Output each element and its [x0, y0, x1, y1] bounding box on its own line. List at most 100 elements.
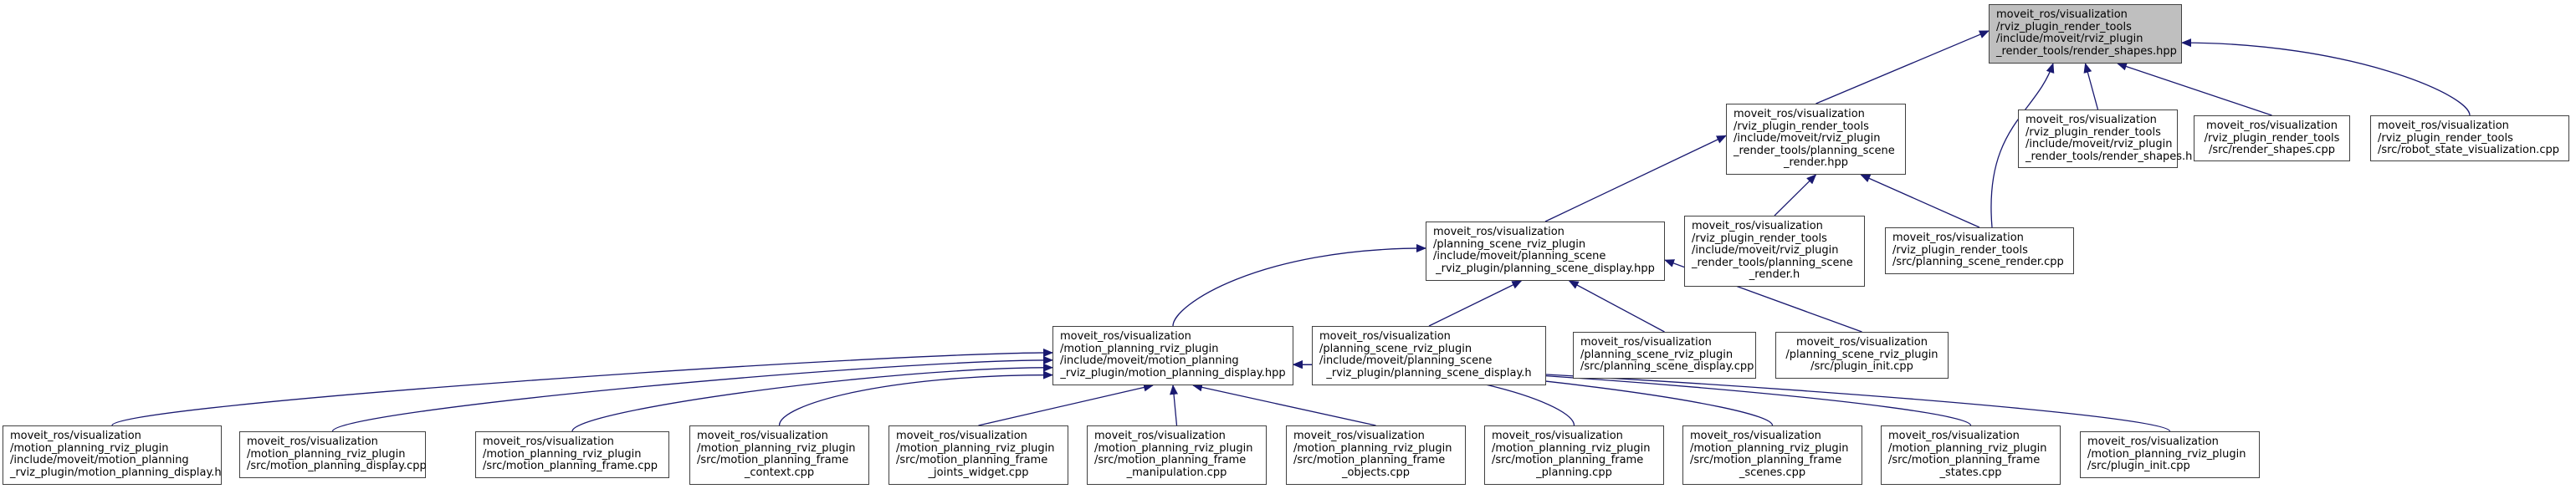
edge-ps_render_cpp-to-ps_render_hpp — [1860, 174, 1980, 228]
node-motion-planning-frame-states-cpp[interactable]: moveit_ros/visualization/motion_planning… — [1881, 425, 2061, 485]
node-motion-planning-plugin-init-cpp[interactable]: moveit_ros/visualization/motion_planning… — [2080, 431, 2260, 478]
node-label-line: _planning.cpp — [1536, 466, 1612, 479]
node-label-line: moveit_ros/visualization — [1892, 232, 2024, 244]
node-motion-planning-display-cpp[interactable]: moveit_ros/visualization/motion_planning… — [239, 431, 427, 478]
node-label-line: _render_tools/planning_scene — [1734, 144, 1895, 157]
node-label-line: moveit_ros/visualization — [2087, 436, 2219, 448]
node-label-line: /motion_planning_rviz_plugin — [1888, 441, 2047, 455]
edge-ps_render_hpp-to-root — [1815, 30, 1990, 104]
node-motion-planning-frame-planning-cpp[interactable]: moveit_ros/visualization/motion_planning… — [1484, 425, 1664, 485]
node-label-line: /motion_planning_rviz_plugin — [1060, 342, 1219, 355]
node-label-line: /include/moveit/rviz_plugin — [1996, 33, 2143, 46]
node-label-line: _scenes.cpp — [1739, 466, 1806, 479]
node-label-line: /motion_planning_rviz_plugin — [896, 441, 1055, 455]
node-label-line: _context.cpp — [744, 466, 815, 479]
node-label-line: moveit_ros/visualization — [1060, 330, 1191, 343]
node-label-line: moveit_ros/visualization — [247, 436, 378, 448]
node-planning-scene-render-h[interactable]: moveit_ros/visualization/rviz_plugin_ren… — [1684, 216, 1865, 287]
edge-mp_frame_joints_cpp-to-mp_display_hpp — [978, 383, 1154, 426]
node-label-line: /src/motion_planning_frame.cpp — [483, 460, 658, 473]
node-label-line: /include/moveit/planning_scene — [1433, 250, 1606, 263]
node-label-line: /rviz_plugin_render_tools — [1996, 20, 2132, 33]
node-label-line: /src/motion_planning_frame — [697, 454, 849, 467]
node-label-line: /motion_planning_rviz_plugin — [247, 447, 406, 461]
node-label-line: moveit_ros/visualization — [1888, 430, 2020, 442]
node-label-line: _manipulation.cpp — [1126, 466, 1227, 479]
node-label-line: /planning_scene_rviz_plugin — [1580, 348, 1734, 361]
node-label-line: moveit_ros/visualization — [1293, 430, 1425, 442]
node-label-line: /include/moveit/motion_planning — [10, 454, 189, 467]
node-label-line: moveit_ros/visualization — [1734, 108, 1865, 120]
edge-render_shapes_cpp-to-root — [2117, 62, 2272, 116]
node-label-line: /rviz_plugin_render_tools — [1692, 232, 1827, 245]
edge-ps_display_cpp-to-ps_display_hpp — [1568, 280, 1665, 333]
node-render-shapes-cpp[interactable]: moveit_ros/visualization/rviz_plugin_ren… — [2194, 115, 2350, 161]
node-label-line: /planning_scene_rviz_plugin — [1785, 348, 1938, 361]
node-motion-planning-frame-manipulation-cpp[interactable]: moveit_ros/visualization/motion_planning… — [1087, 425, 1267, 485]
node-label-line: /src/motion_planning_frame — [896, 454, 1048, 467]
node-label-line: /src/motion_planning_display.cpp — [247, 460, 427, 473]
node-label-line: /motion_planning_rviz_plugin — [10, 441, 169, 455]
edge-mp_frame_context_cpp-to-mp_display_hpp — [778, 370, 1053, 426]
edge-robot_state_vis_cpp-to-root — [2181, 38, 2471, 116]
node-render-shapes-h[interactable]: moveit_ros/visualization/rviz_plugin_ren… — [2018, 110, 2193, 168]
node-planning-scene-render-cpp[interactable]: moveit_ros/visualization/rviz_plugin_ren… — [1885, 227, 2074, 274]
node-label-line: moveit_ros/visualization — [483, 436, 614, 448]
node-label-line: _render_tools/planning_scene — [1692, 256, 1853, 269]
node-motion-planning-frame-objects-cpp[interactable]: moveit_ros/visualization/motion_planning… — [1286, 425, 1466, 485]
node-label-line: /include/moveit/rviz_plugin — [1692, 244, 1839, 257]
node-label-line: moveit_ros/visualization — [2025, 114, 2157, 126]
node-label-line: /motion_planning_rviz_plugin — [2087, 447, 2246, 461]
node-label-line: /src/plugin_init.cpp — [1810, 360, 1913, 374]
edge-ps_render_h-to-ps_render_hpp — [1774, 174, 1817, 216]
node-label-line: moveit_ros/visualization — [1094, 430, 1226, 442]
node-label-line: moveit_ros/visualization — [896, 430, 1027, 442]
node-render-shapes-hpp[interactable]: moveit_ros/visualization/rviz_plugin_ren… — [1989, 4, 2182, 64]
node-label-line: _states.cpp — [1939, 466, 2002, 479]
node-label-line: /include/moveit/planning_scene — [1319, 354, 1493, 368]
node-label-line: moveit_ros/visualization — [1580, 336, 1712, 349]
node-motion-planning-frame-scenes-cpp[interactable]: moveit_ros/visualization/motion_planning… — [1682, 425, 1862, 485]
edge-mp_display_hpp-to-ps_display_hpp — [1172, 243, 1426, 327]
node-label-line: _rviz_plugin/motion_planning_display.h — [10, 466, 222, 479]
node-label-line: moveit_ros/visualization — [10, 430, 141, 442]
node-label-line: moveit_ros/visualization — [1692, 220, 1823, 232]
node-label-line: /src/plugin_init.cpp — [2087, 460, 2190, 473]
node-label-line: /src/robot_state_visualization.cpp — [2378, 144, 2559, 157]
node-planning-scene-plugin-init-cpp[interactable]: moveit_ros/visualization/planning_scene_… — [1775, 332, 1949, 379]
node-robot-state-visualization-cpp[interactable]: moveit_ros/visualization/rviz_plugin_ren… — [2370, 115, 2569, 161]
node-label-line: moveit_ros/visualization — [2206, 120, 2338, 132]
node-label-line: /planning_scene_rviz_plugin — [1319, 342, 1472, 355]
node-label-line: _render_tools/render_shapes.h — [2025, 150, 2193, 163]
node-label-line: _rviz_plugin/planning_scene_display.h — [1326, 366, 1532, 379]
node-label-line: /rviz_plugin_render_tools — [1734, 120, 1869, 133]
node-motion-planning-display-hpp[interactable]: moveit_ros/visualization/motion_planning… — [1052, 326, 1293, 385]
node-label-line: moveit_ros/visualization — [1690, 430, 1821, 442]
node-label-line: /src/planning_scene_display.cpp — [1580, 360, 1754, 374]
node-planning-scene-display-h[interactable]: moveit_ros/visualization/planning_scene_… — [1312, 326, 1546, 385]
node-label-line: _render.h — [1749, 268, 1800, 282]
edge-mp_frame_cpp-to-mp_display_hpp — [571, 363, 1053, 432]
node-label-line: moveit_ros/visualization — [1492, 430, 1623, 442]
node-motion-planning-display-h[interactable]: moveit_ros/visualization/motion_planning… — [3, 425, 222, 485]
node-label-line: moveit_ros/visualization — [697, 430, 828, 442]
edge-mp_frame_objects_cpp-to-mp_display_hpp — [1192, 383, 1376, 426]
node-planning-scene-render-hpp[interactable]: moveit_ros/visualization/rviz_plugin_ren… — [1726, 104, 1906, 175]
node-motion-planning-frame-context-cpp[interactable]: moveit_ros/visualization/motion_planning… — [689, 425, 869, 485]
node-label-line: /motion_planning_rviz_plugin — [1293, 441, 1452, 455]
node-label-line: /planning_scene_rviz_plugin — [1433, 237, 1586, 251]
node-planning-scene-display-cpp[interactable]: moveit_ros/visualization/planning_scene_… — [1573, 332, 1756, 379]
node-label-line: moveit_ros/visualization — [1319, 330, 1451, 343]
node-label-line: /src/planning_scene_render.cpp — [1892, 256, 2064, 269]
node-label-line: moveit_ros/visualization — [1796, 336, 1928, 349]
node-motion-planning-frame-cpp[interactable]: moveit_ros/visualization/motion_planning… — [475, 431, 669, 478]
node-motion-planning-frame-joints-widget-cpp[interactable]: moveit_ros/visualization/motion_planning… — [889, 425, 1068, 485]
edge-ps_display_hpp-to-ps_render_hpp — [1544, 135, 1727, 222]
node-planning-scene-display-hpp[interactable]: moveit_ros/visualization/planning_scene_… — [1426, 222, 1665, 281]
edge-mp_display_cpp-to-mp_display_hpp — [331, 355, 1053, 432]
node-label-line: _joints_widget.cpp — [928, 466, 1029, 479]
node-label-line: /motion_planning_rviz_plugin — [697, 441, 856, 455]
node-label-line: /rviz_plugin_render_tools — [2204, 131, 2340, 145]
node-label-line: /rviz_plugin_render_tools — [2378, 131, 2513, 145]
